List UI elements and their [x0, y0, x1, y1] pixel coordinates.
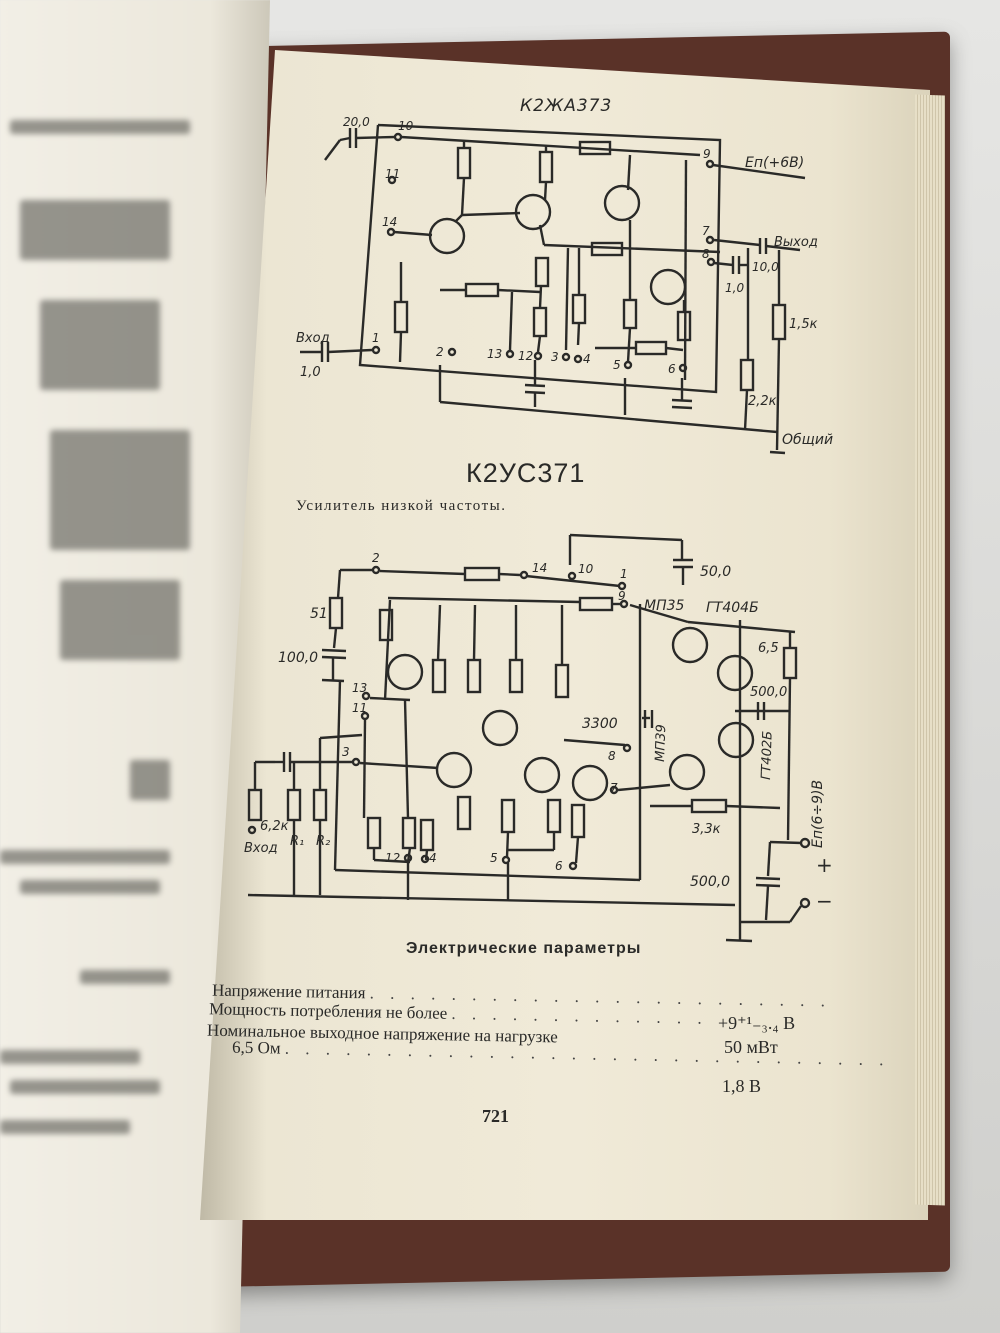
c1-label-c-out2: 10,0 [752, 260, 779, 274]
circuit1-title: К2ЖА373 [520, 96, 613, 116]
c1-label-pin14: 14 [382, 215, 397, 229]
params-heading: Электрические параметры [406, 940, 642, 957]
c2-label-pin13: 13 [352, 681, 367, 695]
c2-label-pin6: 6 [555, 859, 563, 873]
c1-label-c-in2: 1,0 [300, 365, 321, 380]
c2-label-gt404: ГТ404Б [706, 600, 759, 616]
c1-label-pin11: 11 [385, 167, 400, 181]
circuit2-subtitle: Усилитель низкой частоты. [296, 498, 507, 514]
c2-label-pin12: 12 [385, 851, 400, 865]
c2-label-pin8: 8 [608, 749, 616, 763]
param-label: Мощность потребления не более [208, 999, 448, 1023]
c1-label-pin13: 13 [487, 347, 502, 361]
c2-label-plus: + [816, 853, 833, 877]
leader-dots: . . . . . . . . . . . . . [451, 1003, 708, 1028]
c2-label-minus: − [816, 889, 833, 913]
circuit2-title: К2УС371 [466, 458, 586, 488]
c2-label-pin3: 3 [342, 745, 350, 759]
c2-label-c500b: 500,0 [690, 874, 730, 890]
c2-label-pin7: 7 [610, 781, 618, 795]
page-number: 721 [482, 1106, 509, 1126]
c2-label-pin1: 1 [620, 567, 628, 581]
c1-label-r2: 2,2к [748, 394, 777, 409]
c1-label-pin2: 2 [436, 345, 444, 359]
param-value-2: 50 мВт [724, 1037, 778, 1057]
c1-label-pin6: 6 [668, 362, 676, 376]
c2-label-c3300: 3300 [582, 716, 618, 732]
c1-label-in: Вход [296, 331, 330, 346]
c2-label-in: Вход [244, 841, 278, 856]
c1-label-c-out1: 1,0 [725, 281, 744, 295]
c2-label-pin5: 5 [490, 851, 498, 865]
c2-label-mp35: МП35 [644, 598, 685, 614]
c2-label-pin11: 11 [352, 701, 367, 715]
c1-label-supply: Eп(+6В) [745, 155, 804, 171]
c1-label-r-out: 1,5к [789, 317, 818, 332]
c1-label-pin4: 4 [583, 352, 591, 366]
c1-label-c-in: 20,0 [343, 115, 370, 129]
c2-label-r65: 6,5 [758, 641, 779, 656]
c2-label-pin2: 2 [372, 551, 380, 565]
c2-label-r33: 3,3к [692, 822, 721, 837]
c1-label-pin7: 7 [702, 224, 710, 238]
c1-label-pin5: 5 [613, 358, 621, 372]
c2-label-r62: 6,2к [260, 819, 289, 834]
c1-label-pin12: 12 [518, 349, 533, 363]
left-page-blurred-text [0, 0, 270, 1333]
c1-label-pin3: 3 [551, 350, 559, 364]
c2-label-pin9: 9 [618, 589, 626, 603]
c2-label-r1: R₁ [290, 834, 304, 849]
c2-label-gt402: ГТ402Б [759, 731, 776, 780]
c2-label-c-top: 50,0 [700, 564, 731, 580]
c2-label-r51: 51 [310, 606, 328, 622]
c1-label-out: Выход [774, 235, 818, 250]
c2-label-c500a: 500,0 [750, 685, 787, 700]
c1-label-pin8: 8 [702, 247, 710, 261]
c2-label-pin14: 14 [532, 561, 547, 575]
c2-label-mp39: МП39 [653, 724, 669, 762]
param-value-4: 1,8 В [722, 1076, 762, 1096]
param-label: 6,5 Ом [231, 1037, 281, 1058]
c2-label-pin4: 4 [429, 851, 437, 865]
c2-label-supply: Eп(6÷9)В [810, 780, 826, 848]
c1-label-gnd: Общий [782, 432, 833, 448]
param-value-1: +9⁺¹₋₃.₄ В [718, 1013, 796, 1033]
c1-label-pin9: 9 [703, 147, 711, 161]
c1-label-pin1: 1 [372, 331, 380, 345]
c2-label-pin10: 10 [578, 562, 594, 576]
c2-label-r2: R₂ [316, 834, 330, 849]
c2-label-c100: 100,0 [278, 650, 318, 666]
c1-label-pin10: 10 [398, 119, 414, 133]
